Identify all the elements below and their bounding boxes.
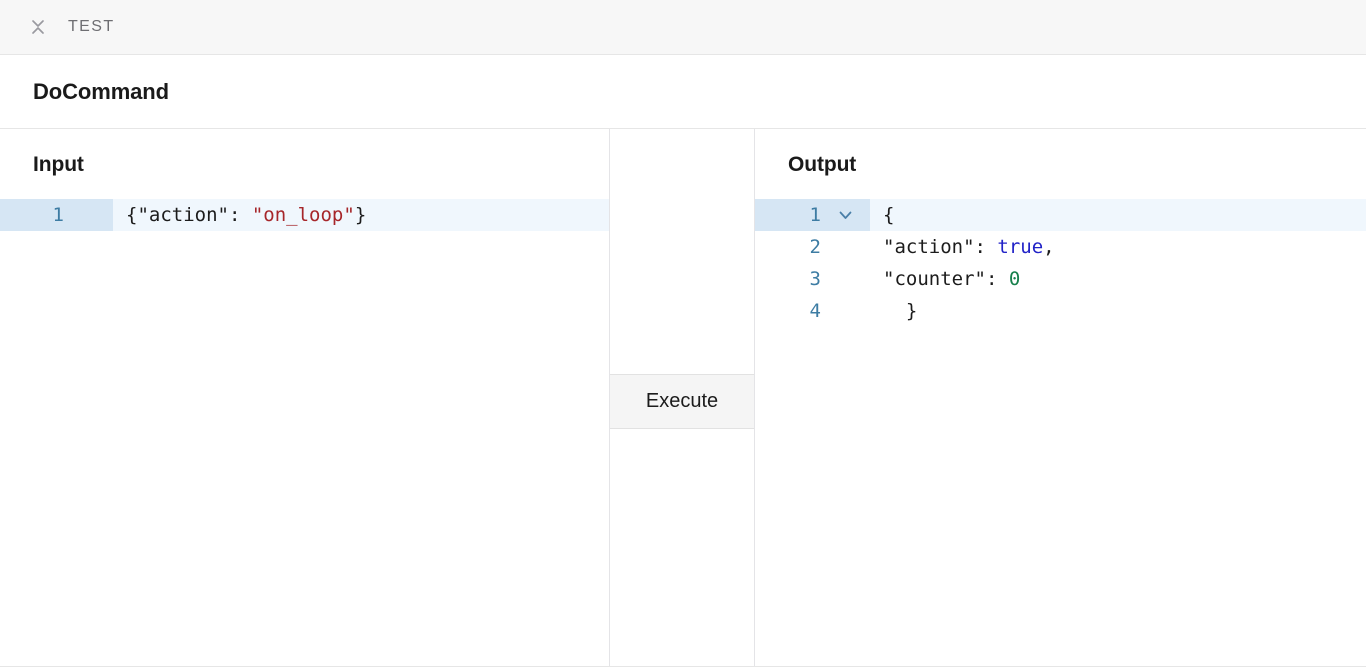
line-gutter: 2	[755, 231, 870, 263]
line-gutter: 4	[755, 295, 870, 327]
collapse-chevrons-icon[interactable]	[27, 16, 49, 38]
code-text: {"action": "on_loop"}	[113, 199, 609, 231]
input-pane: Input 1 {"action": "on_loop"}	[0, 129, 609, 666]
editor-body: Input 1 {"action": "on_loop"} Execute Out…	[0, 129, 1366, 667]
execute-button[interactable]: Execute	[610, 374, 754, 429]
code-text: }	[883, 300, 918, 322]
code-line[interactable]: 1 {"action": "on_loop"}	[0, 199, 609, 231]
line-gutter: 1	[0, 199, 113, 231]
execute-column: Execute	[609, 129, 755, 666]
command-header: DoCommand	[0, 55, 1366, 129]
input-code-editor[interactable]: 1 {"action": "on_loop"}	[0, 199, 609, 231]
code-line[interactable]: 3 "counter": 0	[755, 263, 1366, 295]
chevron-down-icon[interactable]	[821, 211, 870, 220]
line-number: 1	[52, 204, 64, 226]
test-label: TEST	[68, 18, 115, 35]
page-title: DoCommand	[33, 78, 169, 104]
output-pane: Output 1{2 "action": true,3 "counter": 0…	[755, 129, 1366, 666]
input-heading: Input	[33, 153, 84, 176]
code-line[interactable]: 1{	[755, 199, 1366, 231]
line-gutter: 1	[755, 199, 870, 231]
output-heading: Output	[788, 153, 857, 176]
line-number: 2	[809, 236, 821, 258]
line-number: 4	[809, 300, 821, 322]
code-text: "action": true,	[883, 236, 1055, 258]
code-text: "counter": 0	[883, 268, 1021, 290]
code-text: {	[870, 199, 1366, 231]
test-toolbar: TEST	[0, 0, 1366, 55]
line-number: 1	[809, 204, 821, 226]
code-line[interactable]: 2 "action": true,	[755, 231, 1366, 263]
line-gutter: 3	[755, 263, 870, 295]
line-number: 3	[809, 268, 821, 290]
code-line[interactable]: 4 }	[755, 295, 1366, 327]
execute-spacer	[610, 129, 754, 374]
